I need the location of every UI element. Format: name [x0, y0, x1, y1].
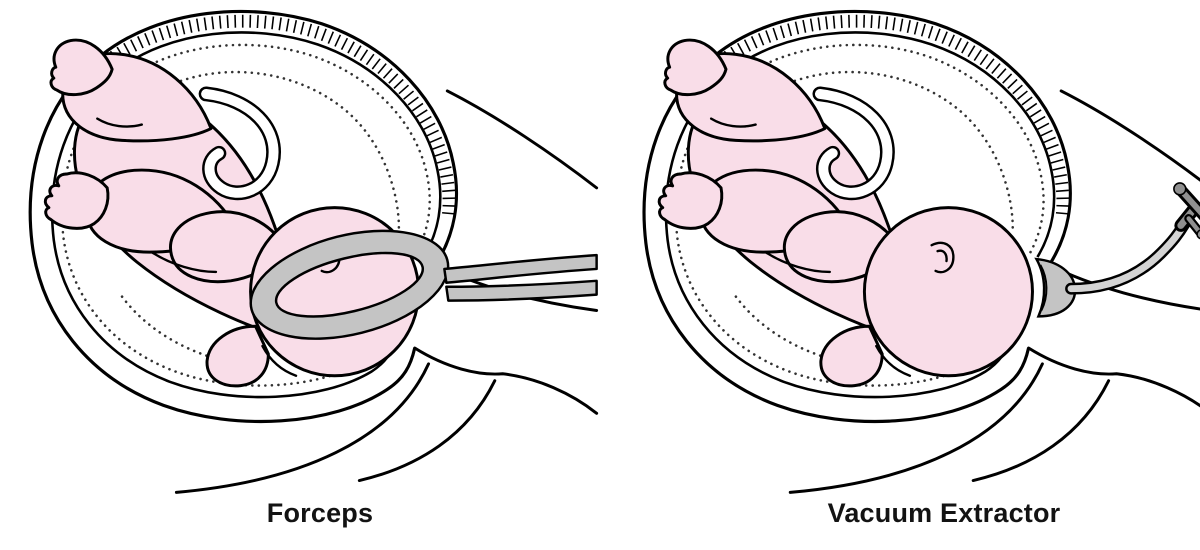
- forceps-handle-lower: [445, 279, 598, 302]
- handle-knob-top: [1173, 182, 1187, 196]
- caption-vacuum: Vacuum Extractor: [600, 494, 1200, 550]
- vacuum-cup-rim: [1039, 264, 1048, 311]
- panel-forceps: Forceps: [0, 0, 600, 550]
- panel-vacuum: Vacuum Extractor: [600, 0, 1200, 550]
- vacuum-tube: [1067, 219, 1189, 293]
- vacuum-handle: [1173, 182, 1200, 240]
- forceps-illustration: [0, 0, 600, 494]
- vacuum-illustration: [600, 0, 1200, 494]
- forceps-instrument: [249, 229, 598, 340]
- forceps-label: Forceps: [266, 498, 374, 529]
- forceps-blade: [249, 229, 450, 340]
- vacuum-instrument: [1034, 182, 1200, 318]
- caption-forceps: Forceps: [0, 494, 600, 550]
- vacuum-cup: [1034, 257, 1077, 318]
- shared-scene: [644, 11, 1200, 492]
- valve-nub: [1196, 229, 1200, 240]
- forceps-handle-upper: [443, 253, 598, 285]
- vacuum-label: Vacuum Extractor: [827, 498, 1061, 529]
